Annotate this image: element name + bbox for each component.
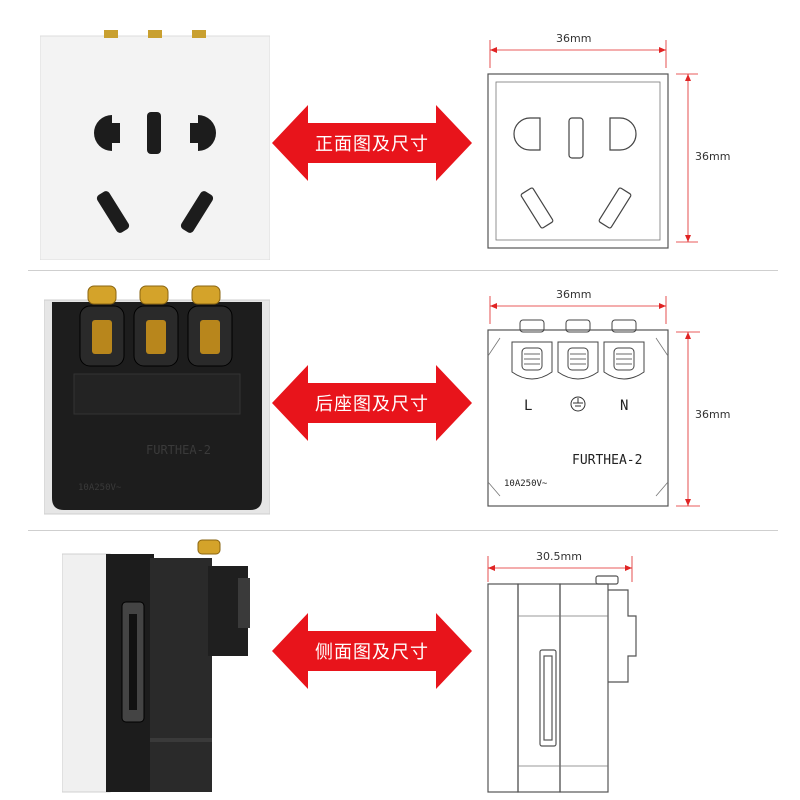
front-photo (40, 30, 270, 260)
side-drawing: 30.5mm (470, 546, 750, 796)
back-photo: FURTHEA-2 10A250V~ (44, 284, 270, 516)
front-width-dimension: 36mm (556, 32, 592, 45)
terminal-l-label: L (524, 398, 532, 414)
model-label: FURTHEA-2 (572, 453, 642, 468)
back-height-dimension: 36mm (695, 408, 731, 421)
side-arrow-label: 侧面图及尺寸 (315, 642, 429, 663)
back-arrow: 后座图及尺寸 (272, 365, 472, 441)
side-depth-dimension: 30.5mm (536, 550, 582, 563)
front-drawing: 36mm 36mm (470, 28, 750, 258)
back-photo-rating-text: 10A250V~ (78, 483, 122, 493)
ground-symbol-icon (570, 396, 586, 412)
back-drawing: L N FURTHEA-2 10A250V~ 36mm 36mm (470, 286, 750, 522)
front-arrow: 正面图及尺寸 (272, 105, 472, 181)
back-arrow-label: 后座图及尺寸 (315, 394, 429, 415)
back-width-dimension: 36mm (556, 288, 592, 301)
terminal-n-label: N (620, 398, 628, 414)
divider (28, 530, 778, 531)
back-view-row: FURTHEA-2 10A250V~ 后座图及尺寸 (0, 272, 800, 528)
front-view-row: 正面图及尺寸 36mm 36mm (0, 0, 800, 268)
side-view-row: 侧面图及尺寸 30.5mm (0, 532, 800, 800)
rating-label: 10A250V~ (504, 479, 548, 489)
side-arrow: 侧面图及尺寸 (272, 613, 472, 689)
side-photo (62, 538, 262, 796)
back-photo-model-text: FURTHEA-2 (146, 443, 211, 457)
front-arrow-label: 正面图及尺寸 (315, 134, 429, 155)
front-height-dimension: 36mm (695, 150, 731, 163)
divider (28, 270, 778, 271)
